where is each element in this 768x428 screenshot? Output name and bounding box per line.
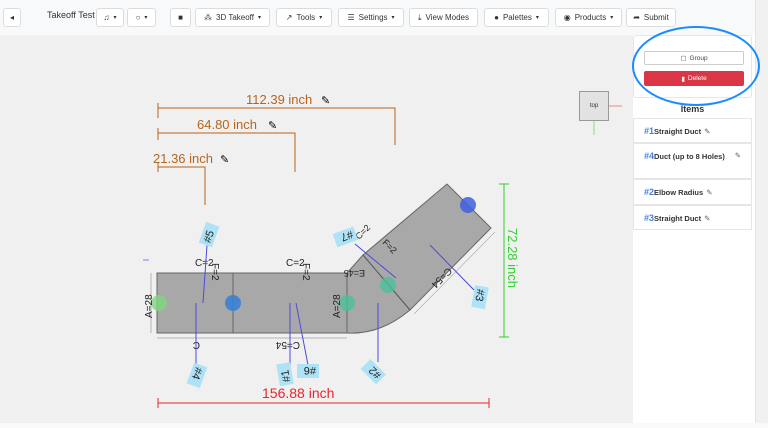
edit-icon[interactable]: ✎ xyxy=(268,120,277,132)
comment-icon: ○ xyxy=(135,13,141,22)
share-icon: ➦ xyxy=(633,13,640,22)
sidebar: ▢Group ▮Delete Items #1Straight Duct✎ #4… xyxy=(633,35,755,423)
delete-button[interactable]: ▮Delete xyxy=(644,71,744,86)
edit-icon[interactable]: ✎ xyxy=(706,188,713,197)
tag-pointers xyxy=(195,243,475,368)
tag-7[interactable]: #7 xyxy=(332,226,359,248)
notifications-button[interactable]: ♫▾ xyxy=(96,8,124,27)
group-button[interactable]: ▢Group xyxy=(644,51,744,65)
toolbar: ◂ Takeoff Test ♫▾ ○▾ ■ ⁂3D Takeoff▾ ↗Too… xyxy=(0,0,768,35)
duct-drawing[interactable]: 112.39 inch 64.80 inch 21.36 inch ✎ ✎ ✎ … xyxy=(0,35,633,423)
edit-icon[interactable]: ✎ xyxy=(321,95,330,107)
tools-button[interactable]: ↗Tools▾ xyxy=(276,8,332,27)
project-title: Takeoff Test xyxy=(47,10,95,20)
dim-text: C=2 xyxy=(286,258,305,269)
tag-1[interactable]: #1 xyxy=(276,362,294,387)
comments-button[interactable]: ○▾ xyxy=(127,8,156,27)
height-label[interactable]: 72.28 inch xyxy=(505,228,520,288)
list-item[interactable]: #2Elbow Radius✎ xyxy=(633,179,752,205)
dim-text: E=45 xyxy=(344,268,365,278)
total-dimension-line xyxy=(157,398,490,408)
connector-dot[interactable] xyxy=(151,295,167,311)
dim-text: F=2 xyxy=(209,263,220,281)
tag-5[interactable]: #5 xyxy=(198,221,220,248)
dimension-lines xyxy=(157,103,396,205)
list-item[interactable]: #1Straight Duct✎ xyxy=(633,118,752,143)
palettes-button[interactable]: ●Palettes▾ xyxy=(484,8,549,27)
tag-6[interactable]: #6 xyxy=(297,364,319,378)
connector-dot[interactable] xyxy=(460,197,476,213)
dim-text: C=2 xyxy=(195,258,214,269)
tag-2[interactable]: #2 xyxy=(360,358,387,385)
submit-button[interactable]: ➦Submit xyxy=(626,8,676,27)
edit-icon[interactable]: ✎ xyxy=(734,151,741,160)
highlight-ellipse xyxy=(632,26,760,106)
dimension-label[interactable]: 21.36 inch xyxy=(153,151,213,166)
dimension-label[interactable]: 112.39 inch xyxy=(246,92,312,107)
duct-shape[interactable] xyxy=(150,183,496,339)
connector-dot[interactable] xyxy=(225,295,241,311)
svg-text:#7: #7 xyxy=(339,228,355,243)
list-item[interactable]: #3Straight Duct✎ xyxy=(633,205,752,230)
view-cube[interactable]: top xyxy=(579,91,609,121)
sliders-icon: ☰ xyxy=(347,13,355,22)
cubes-icon: ⁂ xyxy=(204,13,213,22)
hammer-icon: ↗ xyxy=(285,13,293,22)
square-icon: ▢ xyxy=(680,55,687,62)
svg-text:#3: #3 xyxy=(472,288,486,302)
list-item[interactable]: #4Duct (up to 8 Holes)✎ xyxy=(633,143,752,179)
back-button[interactable]: ◂ xyxy=(3,8,21,27)
total-length-label[interactable]: 156.88 inch xyxy=(262,385,334,401)
dim-text: A=28 xyxy=(332,294,343,318)
svg-text:#4: #4 xyxy=(189,365,204,381)
3d-takeoff-button[interactable]: ⁂3D Takeoff▾ xyxy=(195,8,270,27)
download-icon: ⤓ xyxy=(418,12,422,22)
edit-icon[interactable]: ✎ xyxy=(704,214,711,223)
palette-icon: ● xyxy=(494,13,499,22)
edit-icon[interactable]: ✎ xyxy=(220,154,229,166)
scrollbar[interactable] xyxy=(755,0,768,423)
dim-text: A=28 xyxy=(144,294,155,318)
bell-icon: ♫ xyxy=(103,13,110,22)
trash-icon: ▮ xyxy=(681,75,685,83)
svg-text:#1: #1 xyxy=(279,369,293,383)
caret-left-icon: ◂ xyxy=(9,13,14,22)
connector-dot[interactable] xyxy=(380,277,396,293)
tag-4[interactable]: #4 xyxy=(186,362,208,389)
height-dimension-line xyxy=(499,183,509,338)
dimension-label[interactable]: 64.80 inch xyxy=(197,117,257,132)
dim-text: C=54 xyxy=(275,339,300,350)
circle-dot-icon: ◉ xyxy=(563,13,571,22)
connector-dot[interactable] xyxy=(339,295,355,311)
items-heading: Items xyxy=(680,104,705,114)
settings-button[interactable]: ☰Settings▾ xyxy=(338,8,404,27)
floppy-icon: ■ xyxy=(178,13,183,22)
tag-3[interactable]: #3 xyxy=(471,285,489,310)
edit-icon[interactable]: ✎ xyxy=(704,127,711,136)
svg-text:#6: #6 xyxy=(304,364,316,376)
dim-text: F=2 xyxy=(300,263,311,281)
selection-card: ▢Group ▮Delete xyxy=(633,35,752,98)
svg-text:#5: #5 xyxy=(202,229,217,245)
view-modes-button[interactable]: ⤓View Modes xyxy=(409,8,478,27)
products-button[interactable]: ◉Products▾ xyxy=(555,8,622,27)
save-button[interactable]: ■ xyxy=(170,8,191,27)
drawing-canvas[interactable]: 112.39 inch 64.80 inch 21.36 inch ✎ ✎ ✎ … xyxy=(0,35,633,423)
